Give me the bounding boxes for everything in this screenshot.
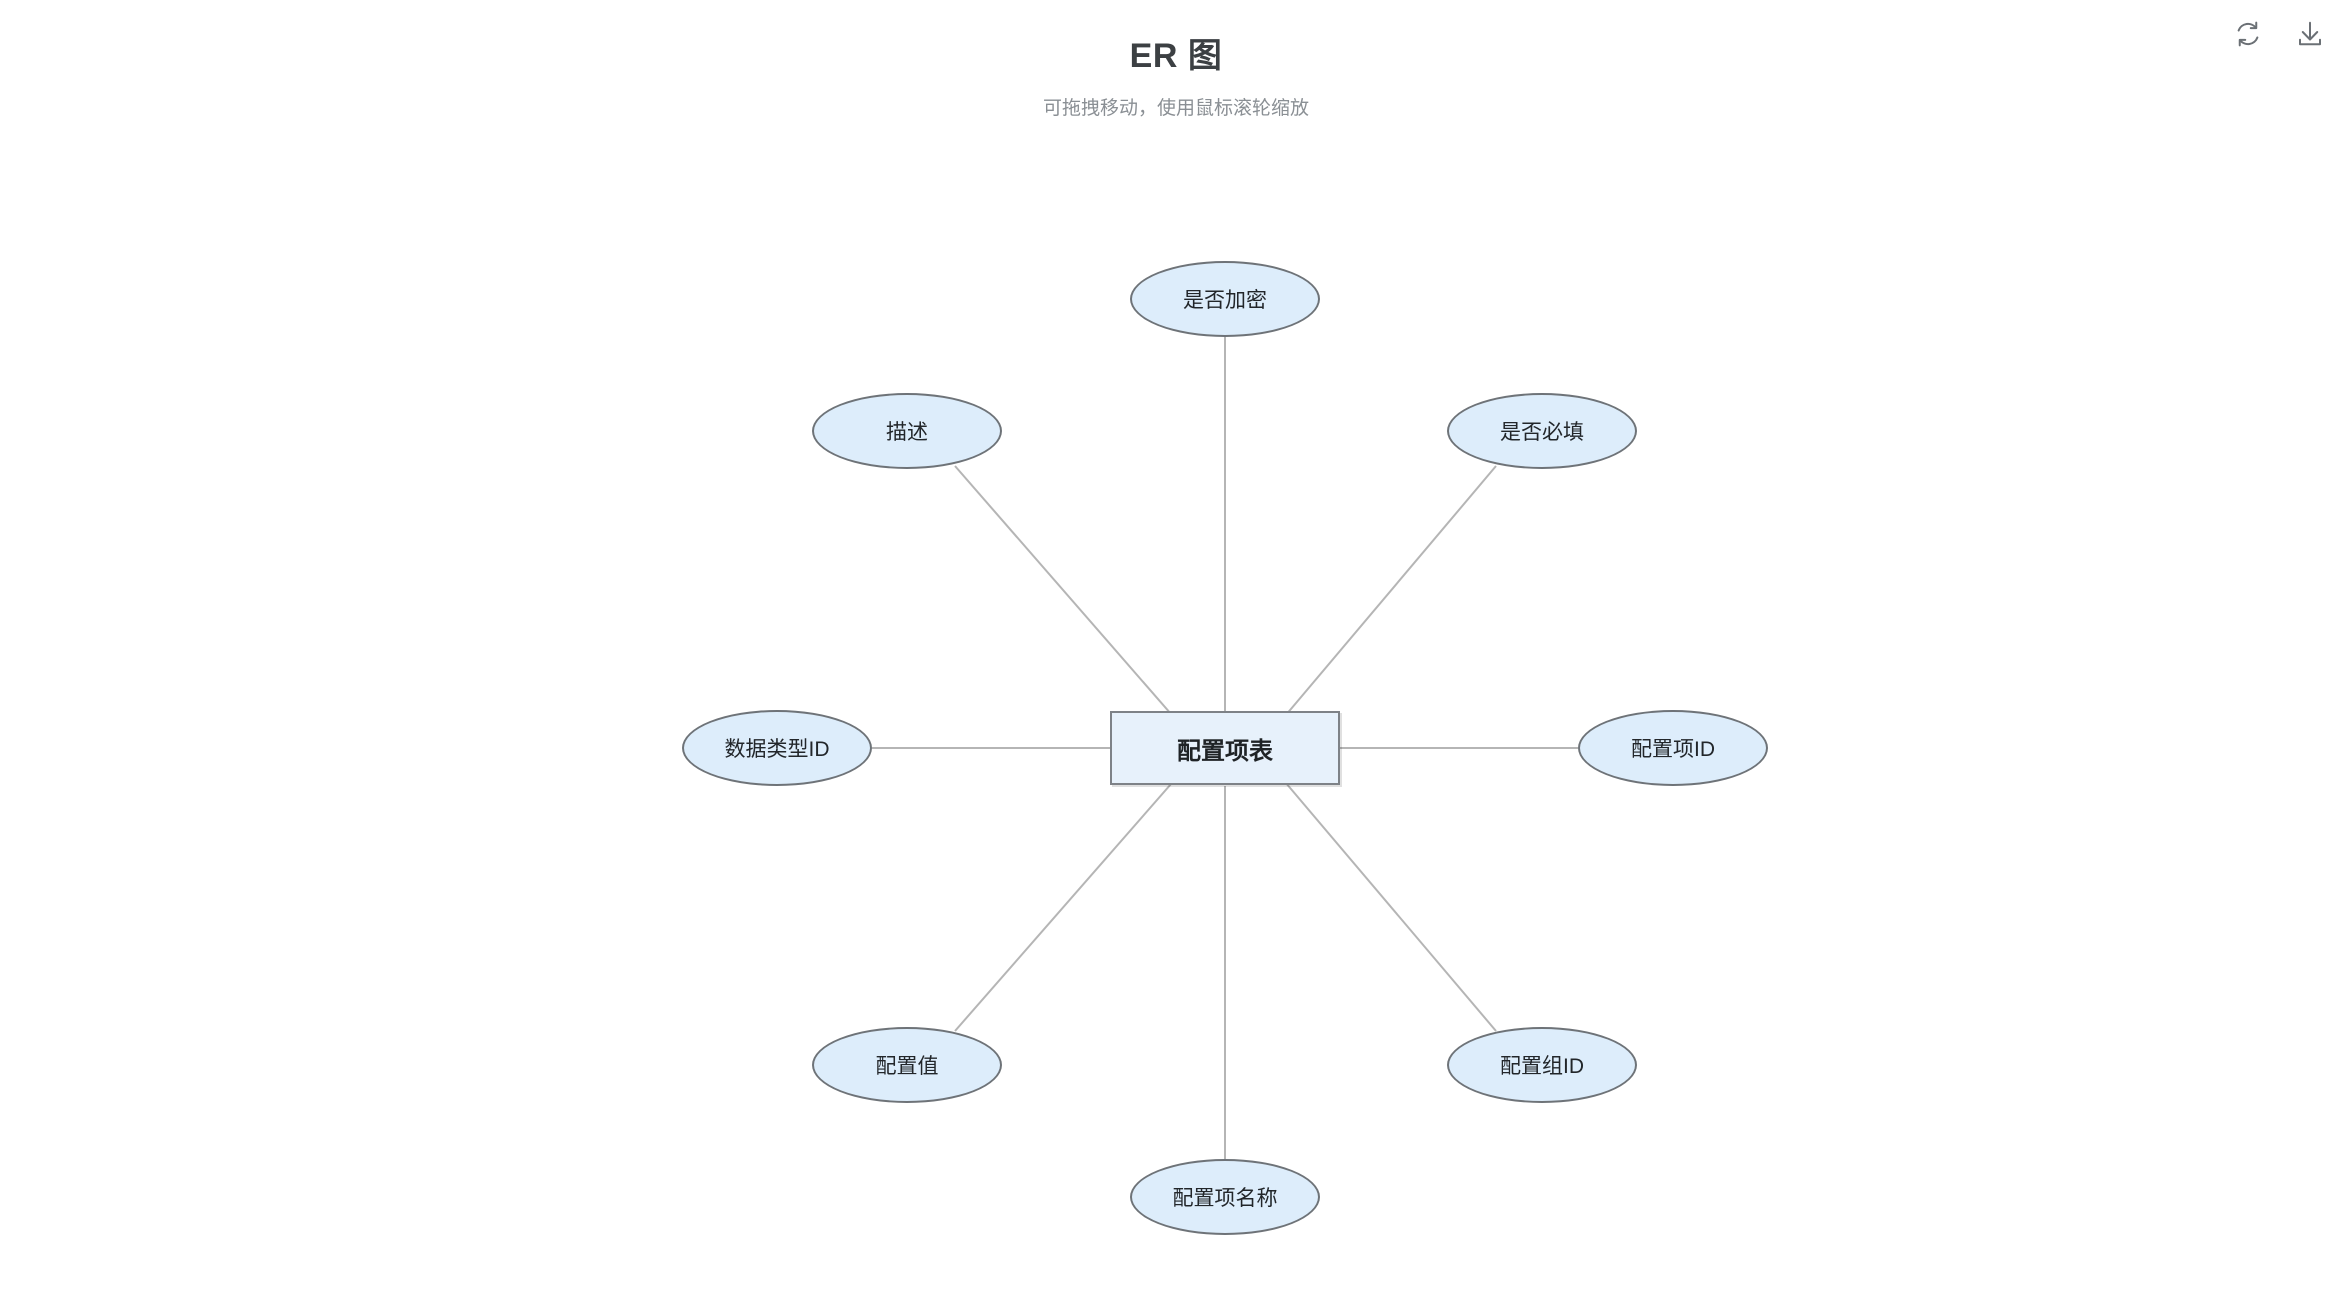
download-button[interactable] [2290,14,2330,54]
edge-config-item-table-to-config-group-id [1279,775,1497,1032]
attribute-node-config-value[interactable]: 配置值 [812,1027,1002,1103]
attribute-node-config-item-name-label: 配置项名称 [1172,1187,1278,1210]
attribute-node-description-label: 描述 [886,421,928,444]
entity-node-config-item-table-label: 配置项表 [1177,737,1273,765]
attribute-node-description[interactable]: 描述 [812,393,1002,469]
attribute-node-config-group-id-label: 配置组ID [1500,1055,1584,1078]
attribute-node-config-value-label: 配置值 [875,1055,939,1078]
toolbar [2228,14,2330,54]
entity-node-config-item-table[interactable]: 配置项表 [1110,711,1340,785]
attribute-node-is-encrypted-label: 是否加密 [1183,289,1267,312]
attribute-node-config-item-id[interactable]: 配置项ID [1578,710,1768,786]
attribute-node-is-required[interactable]: 是否必填 [1447,393,1637,469]
edge-config-item-table-to-config-value [954,775,1179,1032]
attribute-node-config-group-id[interactable]: 配置组ID [1447,1027,1637,1103]
refresh-button[interactable] [2228,14,2268,54]
attribute-node-is-required-label: 是否必填 [1500,421,1584,444]
attribute-node-data-type-id[interactable]: 数据类型ID [682,710,872,786]
attribute-node-data-type-id-label: 数据类型ID [724,738,830,761]
attribute-node-config-item-id-label: 配置项ID [1631,738,1715,761]
attribute-node-is-encrypted[interactable]: 是否加密 [1130,261,1320,337]
edge-config-item-table-to-is-required [1279,465,1497,723]
attribute-node-config-item-name[interactable]: 配置项名称 [1130,1159,1320,1235]
download-icon [2295,19,2325,49]
edge-config-item-table-to-description [954,465,1179,723]
refresh-icon [2233,19,2263,49]
